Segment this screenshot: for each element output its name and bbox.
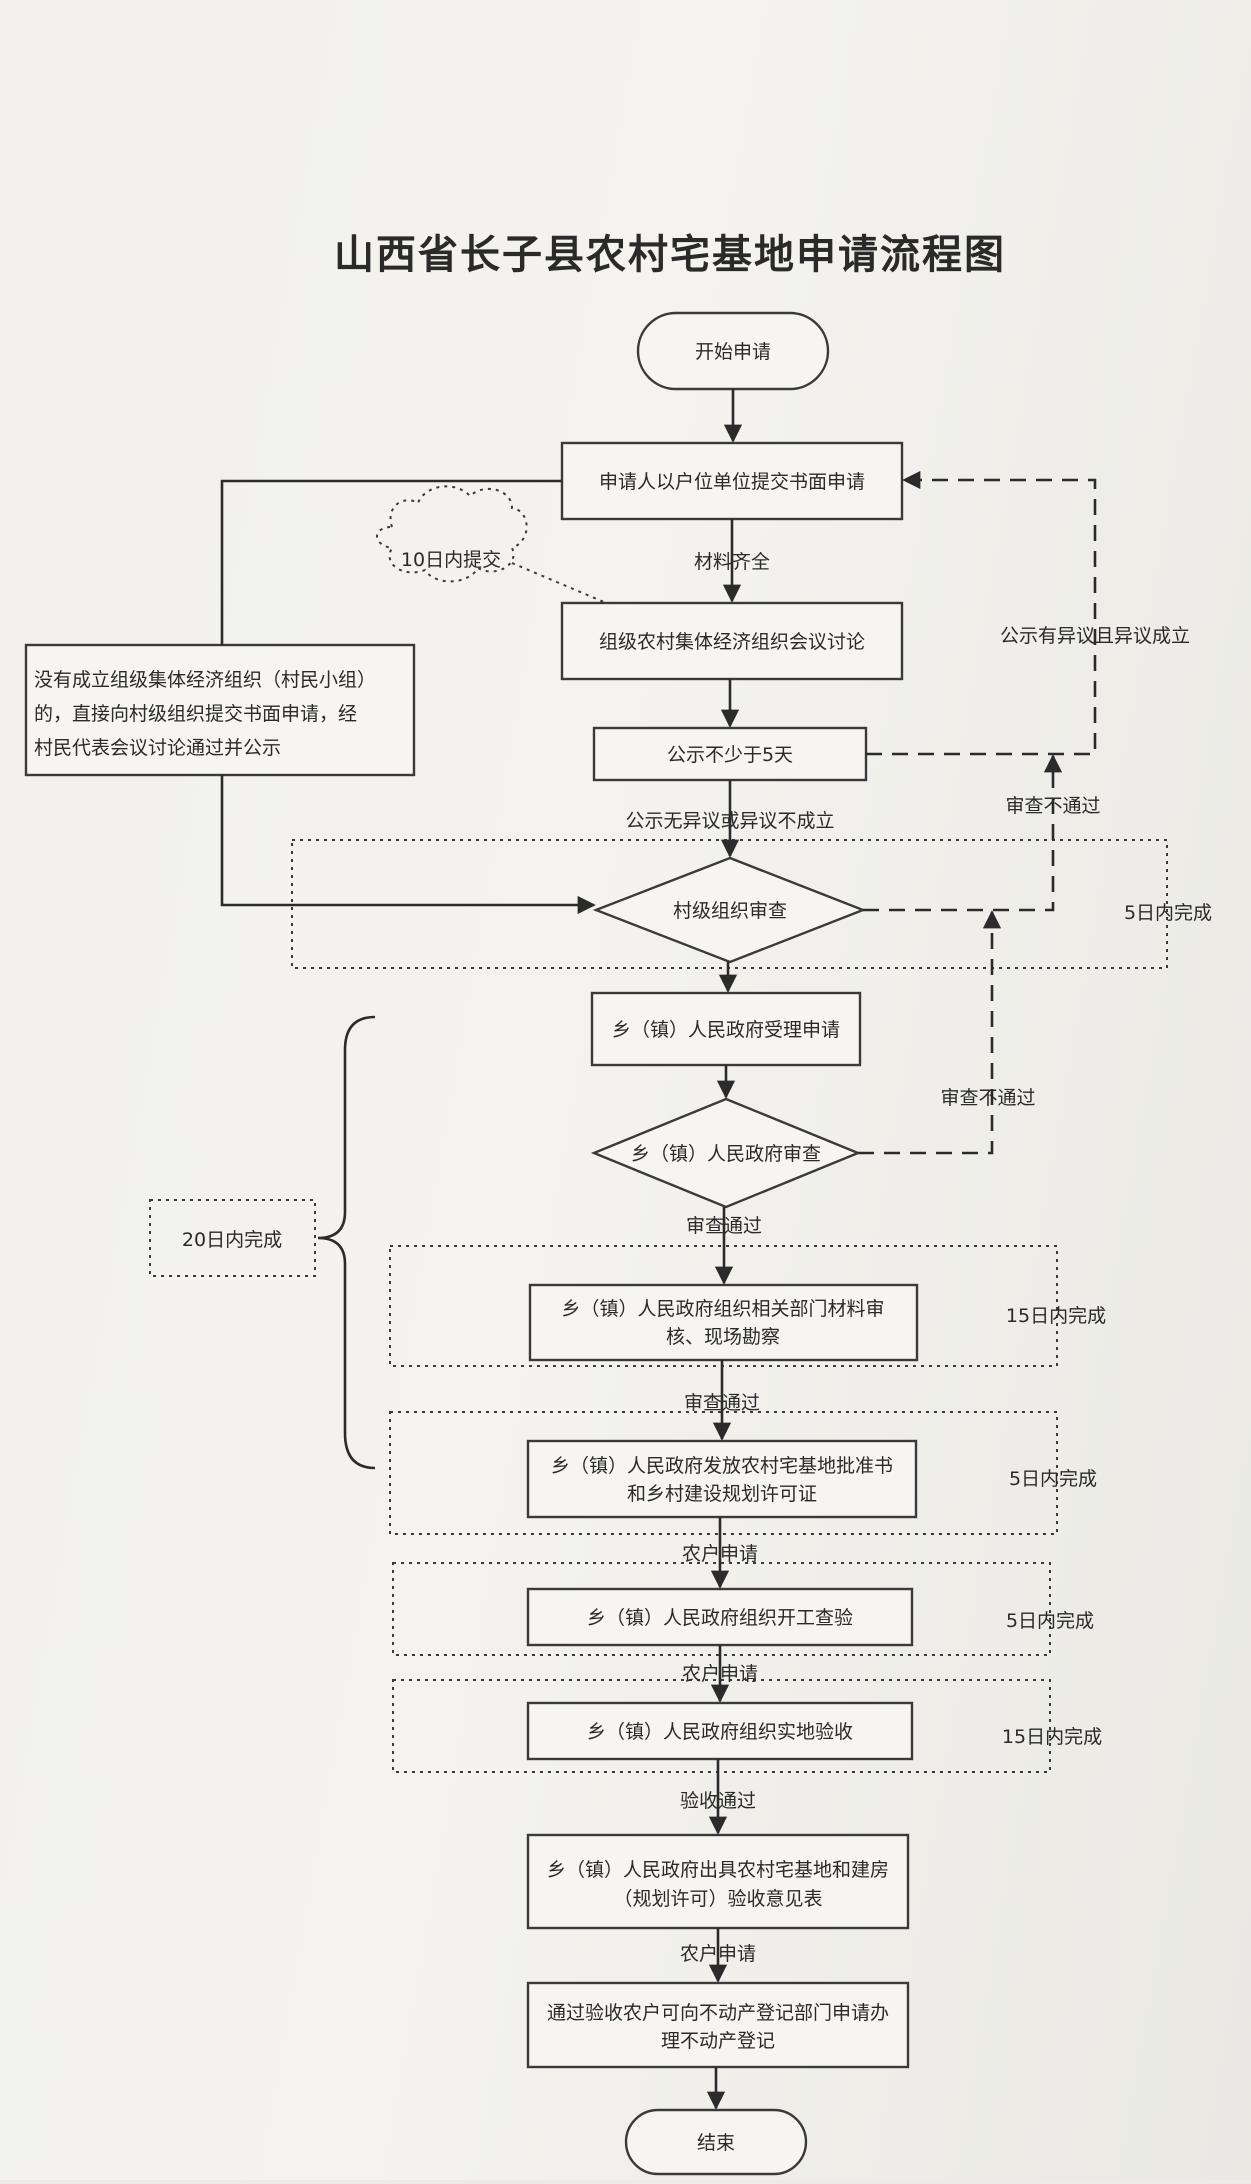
village-duration-region [291,839,1168,969]
duration-permit: 5日内完成 [1009,1468,1097,1490]
label-farmer-apply-2: 农户申请 [682,1663,758,1685]
opinion-form-line-1: 乡（镇）人民政府出具农村宅基地和建房 [547,1859,889,1881]
label-acceptance-pass: 验收通过 [680,1790,756,1812]
bypass-line-top [220,479,562,645]
no-group-note-line-2: 的，直接向村级组织提交书面申请，经 [34,703,357,725]
material-review-node [528,1283,919,1362]
town-accept-node [590,991,862,1067]
meeting-label: 组级农村集体经济组织会议讨论 [599,631,865,653]
opinion-form-node [526,1833,910,1930]
deadline-cloud [376,485,528,583]
registration-line-2: 理不动产登记 [661,2030,775,2052]
town-review-node [590,1097,862,1209]
town-accept-label: 乡（镇）人民政府受理申请 [612,1019,840,1041]
material-review-line-2: 核、现场勘察 [666,1326,780,1348]
meeting-node [560,601,904,681]
no-group-note-line-1: 没有成立组级集体经济组织（村民小组） [34,669,376,691]
material-duration-region [389,1245,1058,1367]
cloud-pointer [511,562,619,609]
label-pass-1: 审查通过 [686,1215,762,1237]
bypass-line-bottom [220,775,596,915]
label-village-fail: 审查不通过 [1005,795,1100,817]
label-farmer-apply-3: 农户申请 [680,1943,756,1965]
end-node [624,2108,808,2176]
registration-line-1: 通过验收农户可向不动产登记部门申请办 [547,2002,889,2024]
label-town-fail: 审查不通过 [940,1087,1035,1109]
publicity-label: 公示不少于5天 [667,744,793,766]
page-title: 山西省长子县农村宅基地申请流程图 [334,232,1006,278]
permit-duration-region [389,1411,1058,1535]
permit-node [526,1439,918,1519]
no-group-note-line-3: 村民代表会议讨论通过并公示 [34,737,281,759]
label-submit-within-10-days: 10日内提交 [401,549,501,571]
publicity-node [592,726,868,782]
submit-node [560,441,904,521]
label-pass-2: 审查通过 [684,1392,760,1414]
inspection-duration-region [392,1562,1051,1656]
town-duration-brace [317,1015,376,1470]
feedback-village-fail [863,754,1063,912]
field-acceptance-label: 乡（镇）人民政府组织实地验收 [587,1721,853,1743]
duration-village: 5日内完成 [1124,902,1212,924]
permit-line-2: 和乡村建设规划许可证 [627,1483,817,1505]
start-inspection-node [526,1587,914,1647]
duration-town-total: 20日内完成 [182,1229,282,1251]
town-review-label: 乡（镇）人民政府审查 [631,1143,821,1165]
end-label: 结束 [697,2132,735,2154]
material-review-line-1: 乡（镇）人民政府组织相关部门材料审 [561,1298,884,1320]
registration-node [526,1981,910,2069]
label-no-objection: 公示无异议或异议不成立 [625,810,834,832]
duration-field-acceptance: 15日内完成 [1002,1726,1102,1748]
field-acceptance-node [526,1701,914,1761]
opinion-form-line-2: （规划许可）验收意见表 [613,1888,822,1910]
label-materials-complete: 材料齐全 [694,551,770,573]
acceptance-duration-region [392,1679,1051,1773]
town-duration-box [149,1199,316,1277]
feedback-objection [866,470,1097,756]
feedback-town-fail [858,910,1002,1155]
label-farmer-apply-1: 农户申请 [682,1543,758,1565]
duration-start-inspection: 5日内完成 [1006,1610,1094,1632]
village-review-node [592,856,867,964]
permit-line-1: 乡（镇）人民政府发放农村宅基地批准书 [551,1455,893,1477]
submit-label: 申请人以户位单位提交书面申请 [599,471,865,493]
duration-material: 15日内完成 [1006,1305,1106,1327]
start-label: 开始申请 [695,341,771,363]
label-objection-upheld: 公示有异议且异议成立 [1000,625,1190,647]
no-group-note-box [24,643,416,777]
village-review-label: 村级组织审查 [673,900,787,922]
start-inspection-label: 乡（镇）人民政府组织开工查验 [587,1607,853,1629]
